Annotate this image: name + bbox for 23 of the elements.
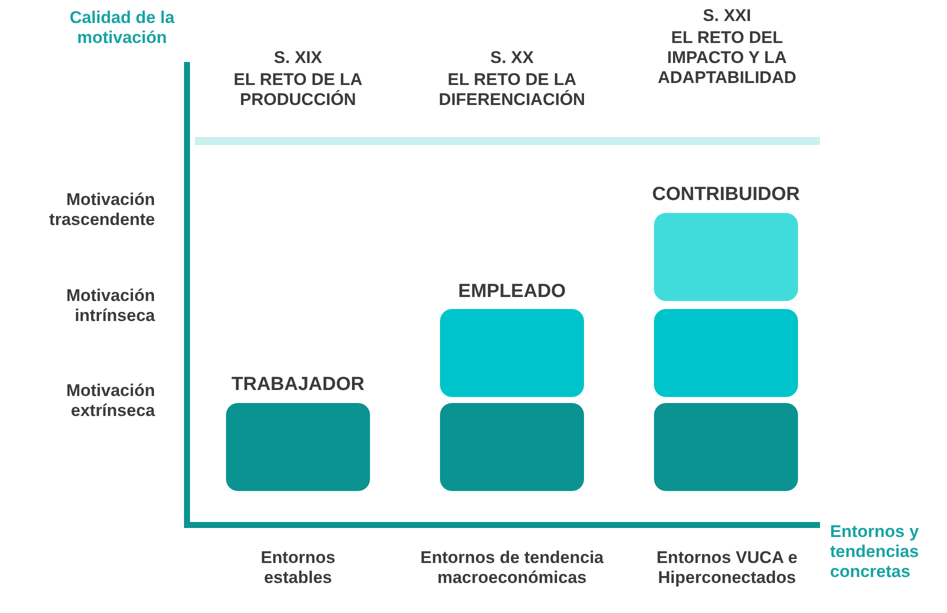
column-heading: S. XIX	[272, 48, 324, 68]
column-heading: S. XX	[489, 48, 535, 68]
axis-title: Calidad de la motivación	[68, 8, 176, 48]
column-heading: EL RETO DE LA PRODUCCIÓN	[232, 70, 364, 110]
motivation-block	[654, 213, 798, 301]
row-label: Motivación intrínseca	[65, 286, 155, 326]
axis-title: Entornos y tendencias concretas	[830, 522, 920, 582]
column-footer: Entornos estables	[238, 548, 358, 588]
column-footer: Entornos VUCA e Hiperconectados	[640, 548, 814, 588]
role-heading: EMPLEADO	[457, 282, 567, 302]
role-heading: CONTRIBUIDOR	[651, 185, 801, 205]
motivation-block	[440, 403, 584, 491]
motivation-block	[440, 309, 584, 397]
column-heading: EL RETO DE LA DIFERENCIACIÓN	[438, 70, 586, 110]
motivation-block	[226, 403, 370, 491]
motivation-block	[654, 403, 798, 491]
row-label: Motivación extrínseca	[65, 381, 155, 421]
motivation-block	[654, 309, 798, 397]
row-label: Motivación trascendente	[48, 190, 155, 230]
column-heading: S. XXI	[702, 6, 752, 26]
column-footer: Entornos de tendencia macroeconómicas	[420, 548, 604, 588]
role-heading: TRABAJADOR	[230, 375, 366, 395]
column-heading: EL RETO DEL IMPACTO Y LA ADAPTABILIDAD	[656, 28, 798, 88]
